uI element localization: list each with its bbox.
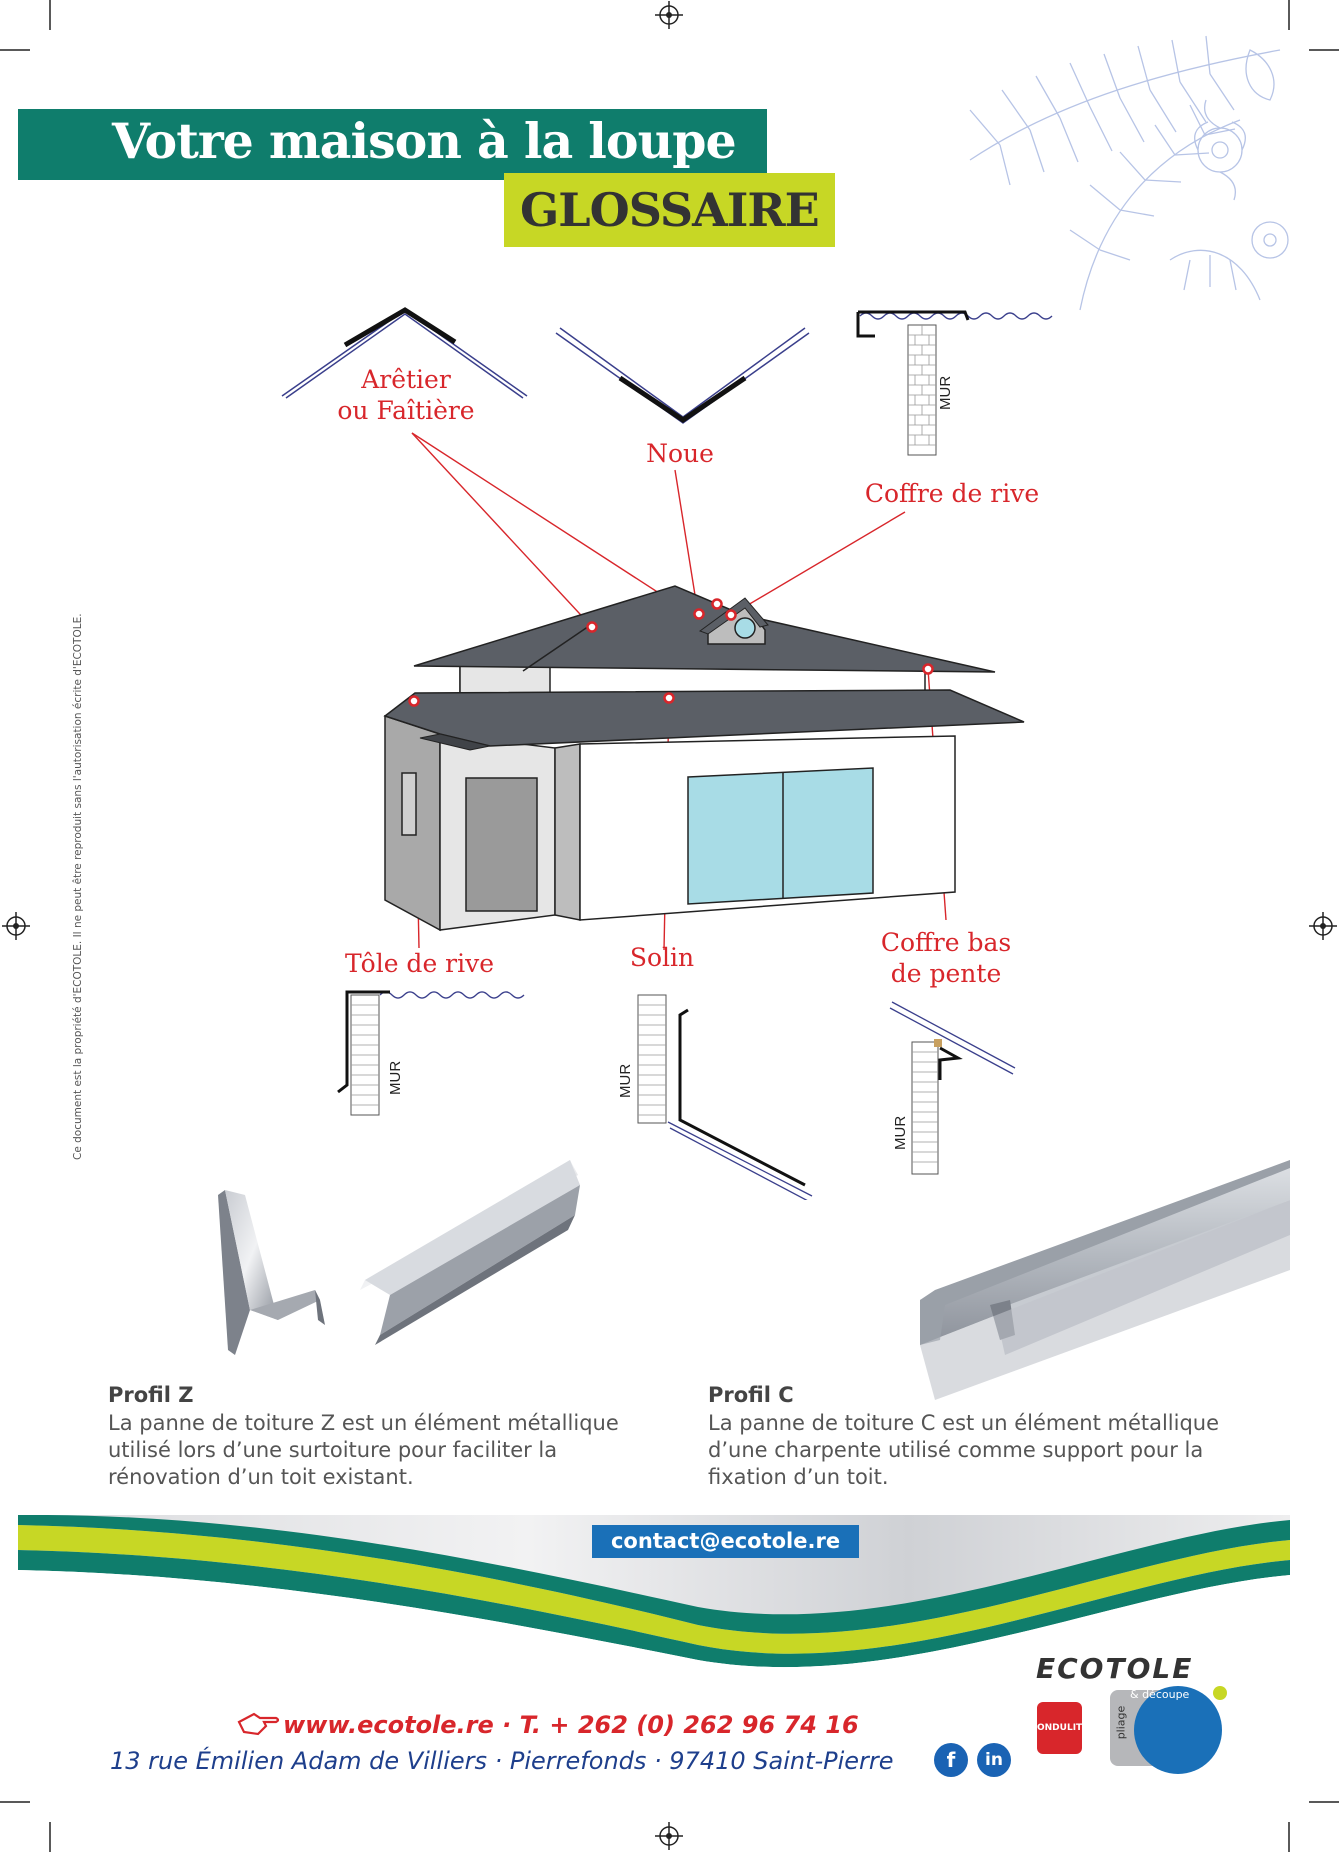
decoupe-text: & découpe <box>1130 1688 1190 1701</box>
profil-c-title: Profil C <box>708 1383 794 1407</box>
hand-pointer-icon <box>237 1712 280 1736</box>
profil-c-description: La panne de toiture C est un élément mét… <box>708 1411 1220 1489</box>
mur-label-coffre-bas: MUR <box>892 1116 909 1150</box>
facebook-icon[interactable]: f <box>934 1743 968 1777</box>
label-coffre-bas: Coffre bas de pente <box>868 927 1024 989</box>
mur-label-tole: MUR <box>387 1061 404 1095</box>
coffre-bas-profile-drawing: MUR <box>889 1001 1016 1175</box>
mur-label-solin: MUR <box>617 1064 634 1098</box>
profil-z-description: La panne de toiture Z est un élément mét… <box>108 1411 619 1489</box>
mur-label: MUR <box>937 376 954 410</box>
website-phone[interactable]: www.ecotole.re · T. + 262 (0) 262 96 74 … <box>283 1711 859 1739</box>
linkedin-icon[interactable]: in <box>977 1743 1011 1777</box>
ecotole-logo: ECOTOLE <box>1036 1652 1194 1685</box>
address: 13 rue Émilien Adam de Villiers · Pierre… <box>110 1747 894 1775</box>
label-tole-rive: Tôle de rive <box>344 949 495 978</box>
ondulit-logo: ONDULIT <box>1037 1702 1082 1754</box>
label-coffre-bas-line2: de pente <box>890 959 1002 988</box>
lime-dot-shape <box>1213 1686 1227 1700</box>
subtitle-banner <box>504 173 835 247</box>
label-coffre-bas-line1: Coffre bas <box>880 928 1012 957</box>
tole-rive-profile-drawing: MUR <box>337 990 525 1116</box>
profil-c-image <box>920 1160 1290 1400</box>
ondulit-logo-text: ONDULIT <box>1037 1723 1083 1733</box>
label-noue: Noue <box>646 439 714 468</box>
footer-waves <box>18 1515 1290 1680</box>
title-banner <box>18 109 767 180</box>
house-illustration <box>383 585 1025 932</box>
label-aretier-line1: Arêtier <box>361 365 451 394</box>
label-aretier-line2: ou Faîtière <box>337 396 475 425</box>
label-coffre-rive: Coffre de rive <box>864 479 1040 508</box>
page-subtitle: GLOSSAIRE <box>520 183 820 237</box>
pliage-text: pliage <box>1114 1705 1128 1740</box>
pliage-decoupe-logo: pliage & découpe <box>1110 1680 1230 1774</box>
label-solin: Solin <box>629 943 695 972</box>
tropical-leaves-decoration <box>969 35 1289 311</box>
page-title: Votre maison à la loupe <box>112 112 737 170</box>
solin-profile-drawing: MUR <box>617 994 813 1200</box>
profil-z-image <box>218 1160 580 1355</box>
blue-circle-shape <box>1134 1686 1222 1774</box>
house-diagram: MUR <box>281 307 1053 1200</box>
profil-z-title: Profil Z <box>108 1383 194 1407</box>
label-aretier: Arêtier ou Faîtière <box>332 364 480 426</box>
noue-profile-drawing <box>555 327 810 424</box>
coffre-rive-profile-drawing: MUR <box>856 310 1053 456</box>
contact-email-link[interactable]: contact@ecotole.re <box>592 1525 859 1558</box>
